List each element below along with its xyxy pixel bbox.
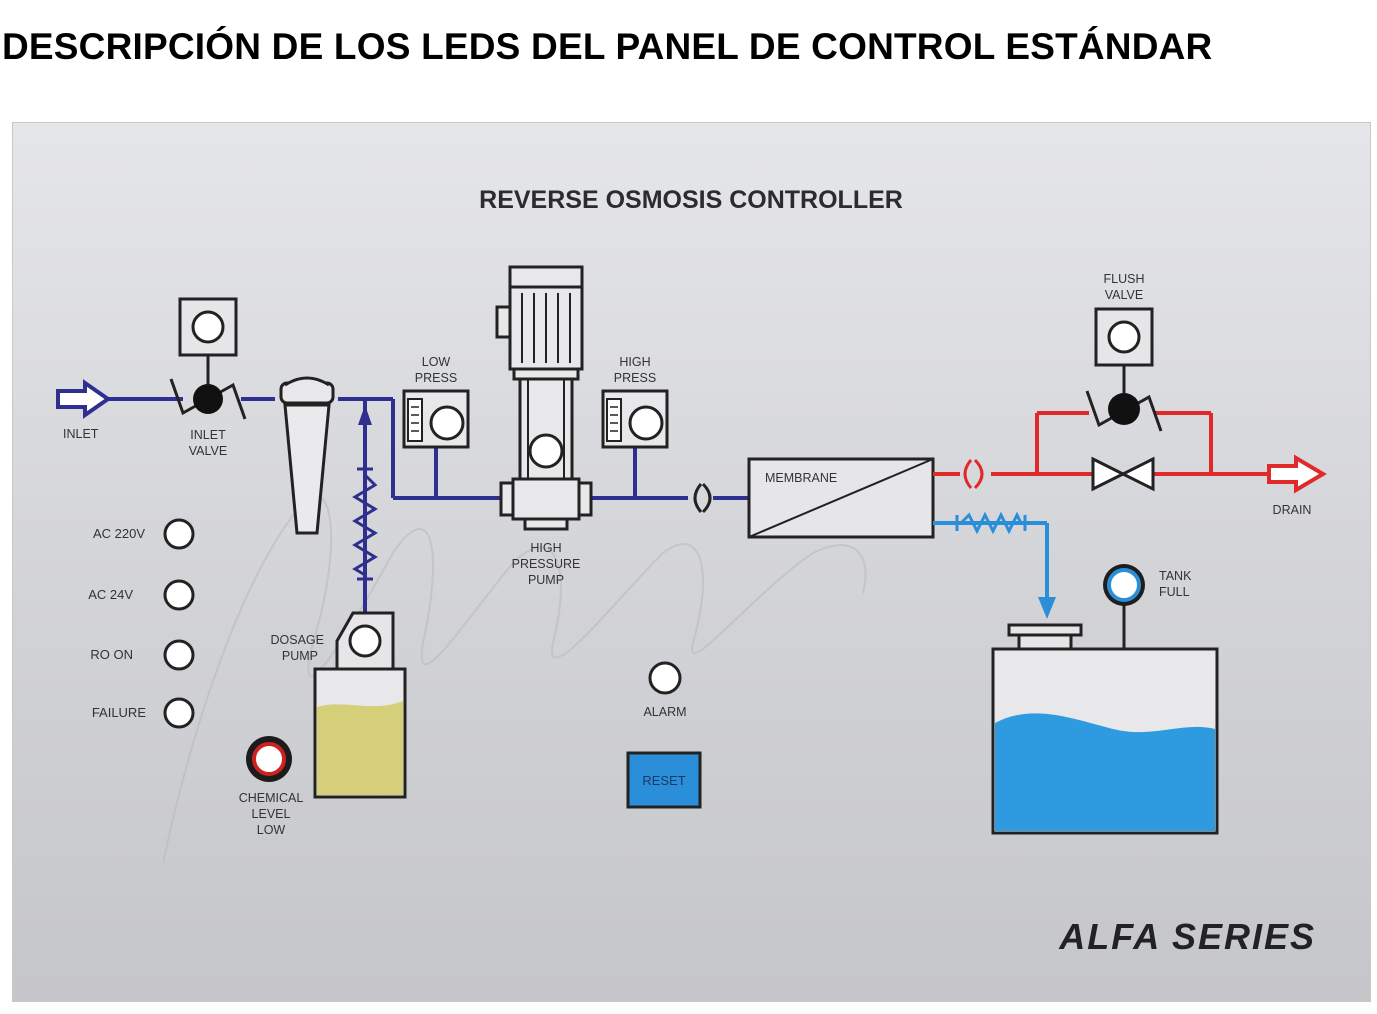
tank-full-label-1: TANK	[1159, 569, 1192, 583]
status-led-label: RO ON	[90, 647, 133, 662]
permeate-line	[933, 521, 1049, 603]
status-led-ro-on: RO ON	[90, 639, 195, 671]
inlet-valve-icon	[169, 297, 247, 420]
chemical-label-3: LOW	[257, 823, 286, 837]
tank-full-label-2: FULL	[1159, 585, 1190, 599]
low-press-label-1: LOW	[422, 355, 451, 369]
series-logo: ALFA SERIES	[1058, 916, 1316, 957]
reset-button-label: RESET	[642, 773, 685, 788]
dosage-pump-label-1: DOSAGE	[271, 633, 325, 647]
process-diagram: REVERSE OSMOSIS CONTROLLER INLET INLET V…	[56, 186, 1327, 957]
status-led-label: FAILURE	[92, 705, 147, 720]
chemical-level-low-led	[252, 742, 286, 776]
chemical-label-2: LEVEL	[252, 807, 291, 821]
pump-label-3: PUMP	[528, 573, 564, 587]
inlet-arrow-icon	[56, 379, 112, 419]
controller-panel: REVERSE OSMOSIS CONTROLLER INLET INLET V…	[12, 122, 1371, 1002]
reject-coupling-icon	[963, 458, 984, 490]
watermark-signature	[162, 495, 867, 864]
status-led-ac220v: AC 220V	[93, 518, 195, 550]
membrane-icon	[747, 457, 935, 539]
inlet-label: INLET	[63, 427, 99, 441]
page-heading: DESCRIPCIÓN DE LOS LEDS DEL PANEL DE CON…	[2, 26, 1213, 67]
low-press-label-2: PRESS	[415, 371, 457, 385]
status-led-failure: FAILURE	[92, 697, 195, 729]
pump-label-2: PRESSURE	[512, 557, 581, 571]
concentrate-valve-icon	[1091, 456, 1155, 492]
inlet-valve-label-1: INLET	[190, 428, 226, 442]
status-led-label: AC 24V	[88, 587, 133, 602]
pump-label-1: HIGH	[530, 541, 561, 555]
drain-label: DRAIN	[1273, 503, 1312, 517]
high-press-label-1: HIGH	[619, 355, 650, 369]
reset-button[interactable]: RESET	[626, 751, 702, 809]
chemical-tank-icon	[313, 667, 407, 799]
panel-title: REVERSE OSMOSIS CONTROLLER	[479, 186, 903, 214]
high-press-label-2: PRESS	[614, 371, 656, 385]
coupling-icon	[693, 482, 712, 514]
flush-valve-icon	[1085, 307, 1163, 432]
storage-tank-icon	[991, 605, 1219, 835]
alarm-label: ALARM	[643, 705, 686, 719]
filter-housing-icon	[279, 376, 335, 535]
dosage-pump-icon	[335, 611, 395, 671]
permeate-spring-icon	[959, 511, 1023, 535]
dosage-spring-icon	[352, 473, 378, 577]
status-led-label: AC 220V	[93, 526, 145, 541]
drain-arrow-icon	[1267, 454, 1327, 494]
low-pressure-switch-icon	[402, 389, 470, 449]
status-led-ac24v: AC 24V	[88, 579, 195, 611]
inlet-valve-label-2: VALVE	[189, 444, 227, 458]
dosage-arrow-icon	[358, 405, 372, 425]
status-led-list: AC 220V AC 24V RO ON FAILURE	[88, 518, 195, 729]
status-led-indicator	[163, 697, 195, 729]
status-led-indicator	[163, 579, 195, 611]
status-led-indicator	[163, 639, 195, 671]
dosage-pump-label-2: PUMP	[282, 649, 318, 663]
tank-full-led	[1107, 568, 1141, 602]
feed-line	[108, 397, 751, 613]
flush-valve-label-2: VALVE	[1105, 288, 1143, 302]
high-pressure-switch-icon	[601, 389, 669, 449]
high-pressure-pump-icon	[495, 265, 593, 531]
alarm-led	[648, 661, 682, 695]
chemical-label-1: CHEMICAL	[239, 791, 304, 805]
status-led-indicator	[163, 518, 195, 550]
permeate-arrow-icon	[1038, 597, 1056, 619]
membrane-label: MEMBRANE	[765, 471, 837, 485]
flush-valve-label-1: FLUSH	[1104, 272, 1145, 286]
